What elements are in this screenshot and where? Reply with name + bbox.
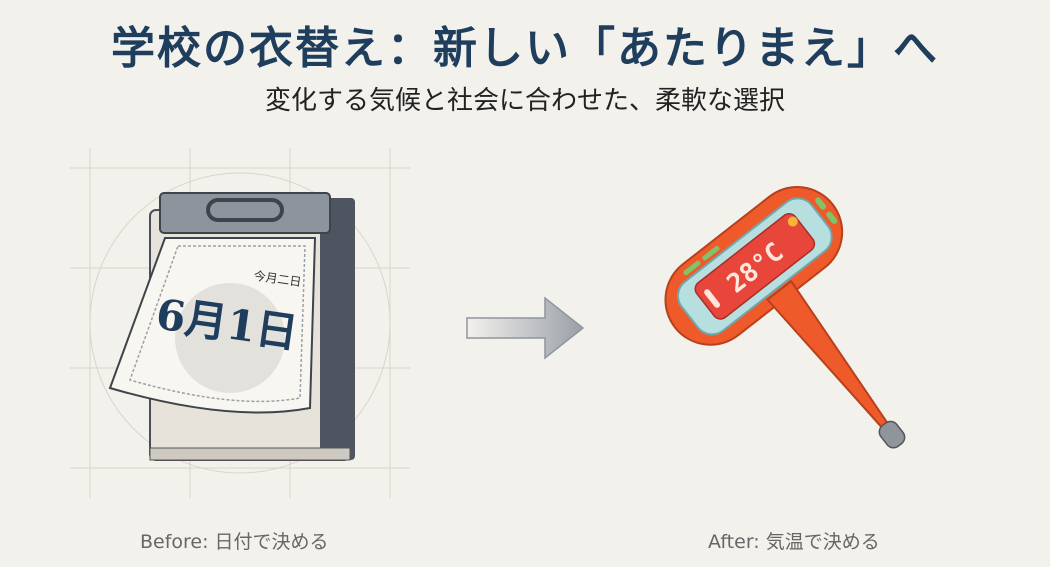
thermometer-illustration: 28°C	[664, 186, 906, 449]
status-lights	[683, 197, 838, 276]
after-caption: After: 気温で決める	[708, 531, 880, 553]
before-caption: Before: 日付で決める	[140, 531, 329, 553]
page-subtitle: 変化する気候と社会に合わせた、柔軟な選択	[264, 86, 785, 116]
calendar-date-small: 今月二日	[253, 268, 303, 290]
thermometer-indicator-icon	[704, 289, 720, 308]
arrow-right-icon	[466, 296, 585, 360]
calendar-binding	[159, 192, 331, 234]
calendar-page	[108, 237, 317, 414]
tear-off-calendar-illustration: 6月1日 今月二日	[70, 148, 410, 498]
sun-icon	[787, 216, 798, 227]
page-title: 学校の衣替え：新しい「あたりまえ」へ	[111, 23, 939, 74]
